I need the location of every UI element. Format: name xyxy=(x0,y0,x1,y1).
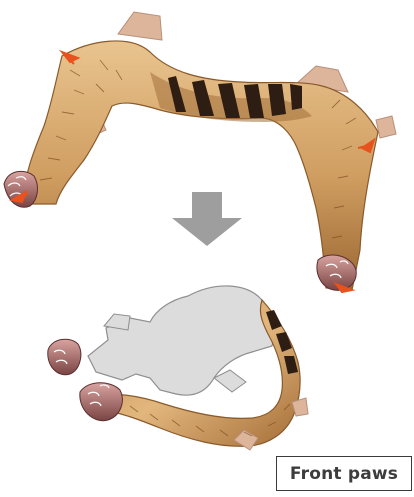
caption-label: Front paws xyxy=(290,464,398,484)
front-paws-folded xyxy=(48,286,308,450)
folded-paw-lower xyxy=(80,383,123,421)
glue-tab xyxy=(118,12,162,40)
glue-tab xyxy=(214,370,246,392)
folded-paw-upper xyxy=(48,339,81,375)
front-paws-flat-cutout xyxy=(4,12,396,292)
glue-tab xyxy=(376,116,396,138)
down-arrow xyxy=(172,192,242,246)
caption-box: Front paws xyxy=(276,456,412,491)
paper-backside xyxy=(88,286,274,395)
